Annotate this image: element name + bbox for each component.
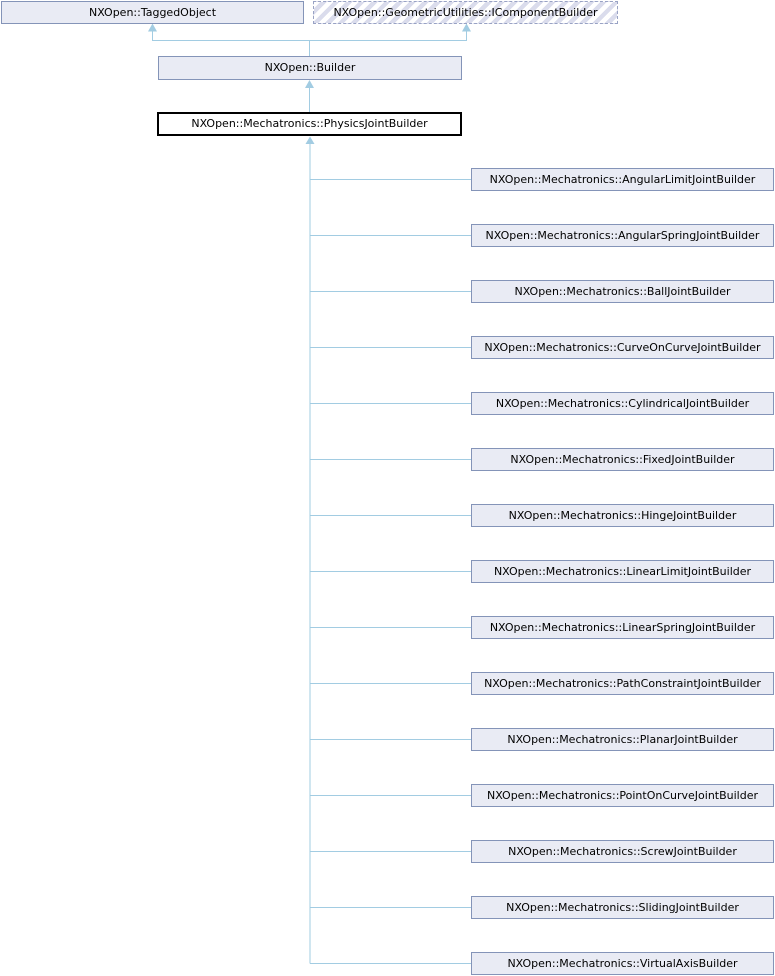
class-node-derived[interactable]: NXOpen::Mechatronics::BallJointBuilder	[471, 280, 774, 303]
arrowhead-to-builder	[305, 80, 314, 88]
class-node-derived[interactable]: NXOpen::Mechatronics::VirtualAxisBuilder	[471, 952, 774, 975]
class-node-icomponentbuilder[interactable]: NXOpen::GeometricUtilities::IComponentBu…	[313, 1, 618, 24]
class-node-taggedobject[interactable]: NXOpen::TaggedObject	[1, 1, 304, 24]
class-node-derived[interactable]: NXOpen::Mechatronics::PlanarJointBuilder	[471, 728, 774, 751]
edge-derived-trunk	[305, 136, 471, 964]
class-node-builder[interactable]: NXOpen::Builder	[158, 56, 462, 80]
edge-physics-to-builder	[305, 80, 314, 112]
class-node-derived[interactable]: NXOpen::Mechatronics::FixedJointBuilder	[471, 448, 774, 471]
class-node-derived[interactable]: NXOpen::Mechatronics::LinearLimitJointBu…	[471, 560, 774, 583]
class-node-derived[interactable]: NXOpen::Mechatronics::ScrewJointBuilder	[471, 840, 774, 863]
class-node-derived[interactable]: NXOpen::Mechatronics::CurveOnCurveJointB…	[471, 336, 774, 359]
arrowhead-to-physicsjointbuilder	[305, 136, 315, 144]
class-node-derived[interactable]: NXOpen::Mechatronics::HingeJointBuilder	[471, 504, 774, 527]
edge-builder-to-parents	[148, 23, 471, 56]
arrowhead-to-icomponentbuilder	[462, 23, 471, 32]
class-node-derived[interactable]: NXOpen::Mechatronics::PathConstraintJoin…	[471, 672, 774, 695]
class-node-derived[interactable]: NXOpen::Mechatronics::AngularSpringJoint…	[471, 224, 774, 247]
class-node-physicsjointbuilder-current: NXOpen::Mechatronics::PhysicsJointBuilde…	[157, 112, 462, 136]
arrowhead-to-taggedobject	[148, 23, 157, 32]
class-node-derived[interactable]: NXOpen::Mechatronics::AngularLimitJointB…	[471, 168, 774, 191]
class-node-derived[interactable]: NXOpen::Mechatronics::SlidingJointBuilde…	[471, 896, 774, 919]
class-node-derived[interactable]: NXOpen::Mechatronics::PointOnCurveJointB…	[471, 784, 774, 807]
class-node-derived[interactable]: NXOpen::Mechatronics::LinearSpringJointB…	[471, 616, 774, 639]
class-node-derived[interactable]: NXOpen::Mechatronics::CylindricalJointBu…	[471, 392, 774, 415]
